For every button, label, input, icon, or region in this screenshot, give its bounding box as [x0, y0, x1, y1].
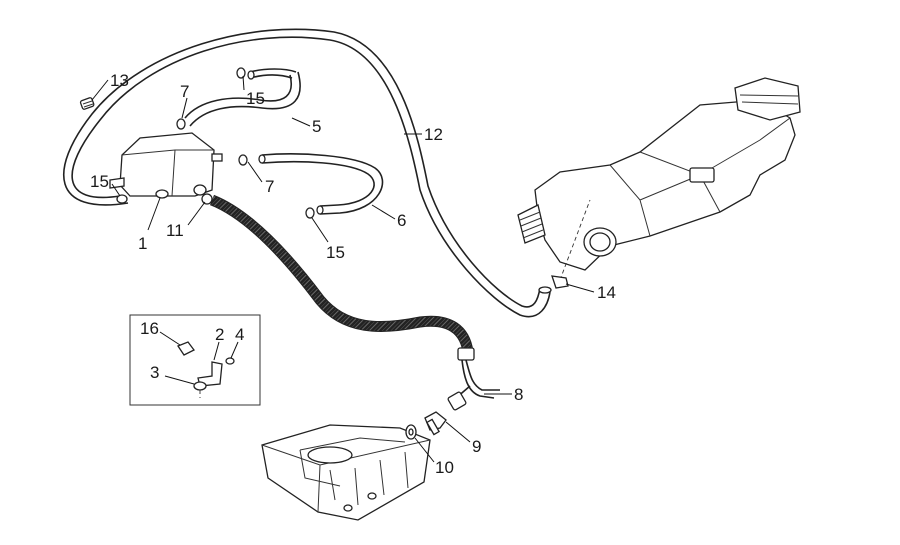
washer-10	[405, 424, 417, 440]
label-3: 3	[150, 363, 159, 382]
nut-16	[177, 341, 195, 356]
braided-hose-8	[209, 194, 500, 411]
clamp-11	[201, 193, 213, 205]
leader-lines	[91, 75, 595, 463]
screw-4	[225, 357, 235, 365]
label-14: 14	[597, 283, 616, 302]
label-4: 4	[235, 325, 244, 344]
label-15-lower: 15	[326, 243, 345, 262]
clamps	[79, 67, 315, 219]
clamp-15-lower	[305, 207, 315, 219]
clamp-7-lower	[238, 154, 248, 166]
clamp-13	[79, 97, 95, 110]
oil-pan	[261, 424, 431, 521]
clamp-15-upper	[236, 67, 246, 79]
label-1: 1	[138, 234, 147, 253]
hose-5	[184, 68, 301, 127]
airbox-assembly	[517, 77, 801, 281]
label-6: 6	[397, 211, 406, 230]
hose-6	[258, 153, 384, 215]
label-12: 12	[424, 125, 443, 144]
inset-box	[129, 314, 261, 406]
label-11: 11	[166, 221, 184, 240]
label-15-upper: 15	[246, 89, 265, 108]
clamp-7-upper	[176, 118, 186, 130]
part-labels: 13 7 15 5 12 15 7 6 1 11 15 14 16 2 4 3 …	[90, 71, 616, 477]
label-7-lower: 7	[265, 177, 274, 196]
label-16: 16	[140, 319, 159, 338]
clamp-14	[551, 275, 569, 289]
clamp-15-left	[116, 194, 128, 204]
label-9: 9	[472, 437, 481, 456]
label-7-upper: 7	[180, 82, 189, 101]
label-2: 2	[215, 325, 224, 344]
label-13: 13	[110, 71, 129, 90]
grommet-3	[193, 381, 207, 391]
label-10: 10	[435, 458, 454, 477]
oil-tank-1	[109, 132, 223, 199]
breather-hose-12	[62, 28, 552, 318]
fitting-9	[424, 411, 447, 436]
label-15-left: 15	[90, 172, 109, 191]
label-8: 8	[514, 385, 523, 404]
label-5: 5	[312, 117, 321, 136]
